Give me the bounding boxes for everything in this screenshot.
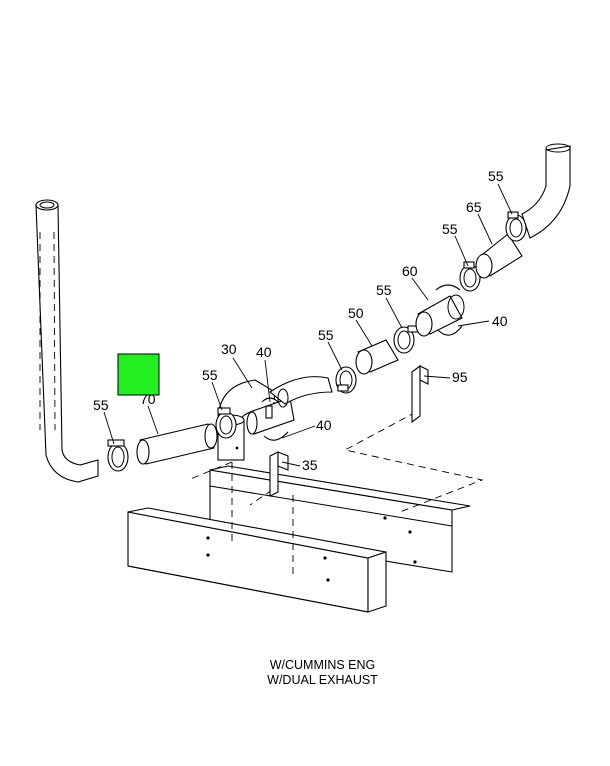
pipe-50 <box>355 339 399 375</box>
caption-line-2: W/DUAL EXHAUST <box>267 673 378 687</box>
exhaust-stack-left <box>35 199 99 483</box>
hanger-40-upper <box>435 284 463 336</box>
bracket-95 <box>411 364 429 424</box>
caption-line-1: W/CUMMINS ENG <box>269 658 376 672</box>
callout-label: 40 <box>492 313 508 329</box>
callout-label: 35 <box>302 457 318 473</box>
callout-label: 55 <box>488 168 504 184</box>
frame-rail-holes <box>206 516 417 582</box>
frame-rail-front <box>127 507 387 613</box>
callout-label: 30 <box>221 341 237 357</box>
hanger-40-lower <box>261 397 289 441</box>
exhaust-stack-right <box>521 143 571 239</box>
pipe-70 <box>136 423 218 465</box>
callout-label: 55 <box>202 367 218 383</box>
y-pipe-30 <box>217 376 333 461</box>
callout-labels: 55 70 55 30 40 40 35 55 50 55 60 40 95 5… <box>93 168 508 473</box>
pipe-60 <box>415 294 465 337</box>
highlight-marker[interactable] <box>117 353 160 396</box>
callout-label: 40 <box>316 417 332 433</box>
callout-label: 95 <box>452 369 468 385</box>
clamp-left <box>107 439 129 472</box>
leader-lines <box>103 183 513 467</box>
callout-label: 50 <box>348 305 364 321</box>
callout-label: 70 <box>140 391 156 407</box>
callout-label: 60 <box>402 263 418 279</box>
clamp-ypipe <box>215 407 237 439</box>
hidden-lines <box>187 411 484 578</box>
clamp-55-top <box>505 211 527 242</box>
clamp-55-upper <box>459 261 481 292</box>
callout-label: 65 <box>466 199 482 215</box>
callout-label: 55 <box>442 221 458 237</box>
callout-label: 55 <box>318 327 334 343</box>
bracket-35 <box>269 451 289 497</box>
pipe-65 <box>475 233 523 279</box>
clamp-mid <box>335 366 357 394</box>
callout-label: 55 <box>376 282 392 298</box>
callout-label: 55 <box>93 397 109 413</box>
clamp-55-upper-mid <box>393 325 419 354</box>
callout-label: 40 <box>256 344 272 360</box>
